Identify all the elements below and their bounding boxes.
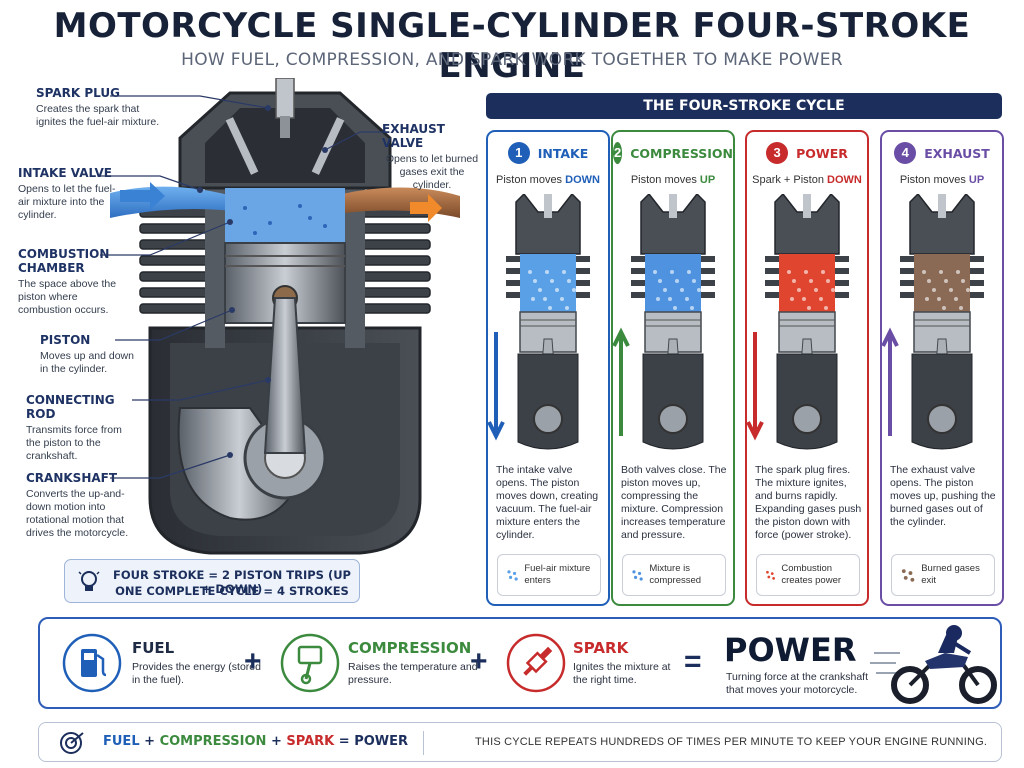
stroke-note: Mixture is compressed bbox=[622, 554, 726, 596]
stroke-panel-exhaust: 4 EXHAUST Piston moves UP bbox=[880, 130, 1004, 606]
eq-spark-title: SPARK bbox=[573, 639, 629, 657]
stroke-description: Both valves close. The piston moves up, … bbox=[621, 464, 727, 541]
label-intake-valve: INTAKE VALVE Opens to let the fuel-air m… bbox=[18, 166, 116, 221]
stroke-number-badge: 3 bbox=[766, 142, 789, 164]
piston-icon bbox=[280, 633, 340, 693]
footer-formula: FUEL + COMPRESSION + SPARK = POWER bbox=[103, 734, 409, 749]
eq-fuel-desc: Provides the energy (stored in the fuel)… bbox=[132, 661, 261, 686]
power-equation: FUEL Provides the energy (stored in the … bbox=[38, 617, 1002, 709]
eq-power-desc: Turning force at the crankshaft that mov… bbox=[726, 671, 869, 696]
label-spark-plug: SPARK PLUG Creates the spark that ignite… bbox=[36, 86, 160, 128]
eq-compression-desc: Raises the temperature and pressure. bbox=[348, 661, 478, 686]
stroke-panel-intake: 1 INTAKE Piston moves DOWN bbox=[486, 130, 610, 606]
stroke-note-icon bbox=[632, 570, 643, 581]
stroke-header: 4 EXHAUST bbox=[882, 142, 1002, 164]
stroke-note-icon bbox=[766, 570, 775, 580]
cycle-banner: THE FOUR-STROKE CYCLE bbox=[486, 93, 1002, 119]
stroke-name: POWER bbox=[796, 145, 848, 161]
footer-divider bbox=[423, 731, 424, 755]
stroke-number-badge: 2 bbox=[613, 142, 623, 164]
stroke-engine-illustration bbox=[747, 194, 849, 450]
stroke-name: INTAKE bbox=[537, 145, 589, 161]
eq-spark-desc: Ignites the mixture at the right time. bbox=[573, 661, 671, 686]
label-piston: PISTON Moves up and down in the cylinder… bbox=[40, 333, 134, 375]
target-icon bbox=[60, 732, 84, 754]
stroke-motion: Piston moves DOWN bbox=[496, 174, 600, 186]
stroke-motion: Spark + Piston DOWN bbox=[752, 174, 862, 186]
eq-plus-1: + bbox=[244, 645, 262, 678]
stroke-note-icon bbox=[901, 569, 915, 582]
lightbulb-icon bbox=[78, 571, 100, 591]
stroke-header: 1 INTAKE bbox=[488, 142, 608, 164]
page-subtitle: HOW FUEL, COMPRESSION, AND SPARK WORK TO… bbox=[181, 50, 843, 70]
stroke-header: 3 POWER bbox=[747, 142, 867, 164]
eq-equals: = bbox=[684, 645, 702, 678]
stroke-description: The exhaust valve opens. The piston move… bbox=[890, 464, 996, 528]
summary-line-1: FOUR STROKE = 2 PISTON TRIPS (UP + DOWN) bbox=[113, 568, 351, 596]
footer-note: THIS CYCLE REPEATS HUNDREDS OF TIMES PER… bbox=[475, 736, 988, 748]
footer-strip: FUEL + COMPRESSION + SPARK = POWER THIS … bbox=[38, 722, 1002, 762]
engine-cutaway-illustration bbox=[110, 78, 460, 555]
stroke-motion: Piston moves UP bbox=[899, 174, 985, 186]
stroke-note-icon bbox=[507, 570, 518, 581]
stroke-description: The spark plug fires. The mixture ignite… bbox=[755, 464, 862, 541]
stroke-number-badge: 4 bbox=[894, 142, 917, 164]
eq-compression-title: COMPRESSION bbox=[348, 639, 472, 657]
stroke-engine-illustration bbox=[613, 194, 715, 450]
eq-power-title: POWER bbox=[724, 631, 857, 669]
stroke-panel-compression: 2 COMPRESSION Piston moves UP bbox=[611, 130, 735, 606]
motorcycle-rider-icon bbox=[870, 625, 997, 704]
fuel-pump-icon bbox=[62, 633, 122, 693]
stroke-note: Fuel-air mixture enters bbox=[497, 554, 601, 596]
stroke-engine-illustration bbox=[488, 194, 590, 450]
stroke-name: COMPRESSION bbox=[630, 145, 733, 161]
stroke-header: 2 COMPRESSION bbox=[613, 142, 733, 164]
label-crankshaft: CRANKSHAFT Converts the up-and-down moti… bbox=[26, 471, 129, 539]
label-connecting-rod: CONNECTING ROD Transmits force from the … bbox=[26, 393, 122, 462]
callout-leader-lines bbox=[100, 95, 383, 479]
stroke-panel-power: 3 POWER Spark + Piston DOWN bbox=[745, 130, 869, 606]
label-exhaust-valve: EXHAUST VALVE Opens to let burned gases … bbox=[382, 122, 479, 191]
page-title: MOTORCYCLE SINGLE-CYLINDER FOUR-STROKE E… bbox=[53, 6, 971, 86]
spark-plug-icon bbox=[506, 633, 566, 693]
stroke-motion: Piston moves UP bbox=[630, 174, 716, 186]
stroke-summary-box: FOUR STROKE = 2 PISTON TRIPS (UP + DOWN)… bbox=[64, 559, 360, 603]
eq-fuel-title: FUEL bbox=[132, 639, 175, 657]
eq-plus-2: + bbox=[470, 645, 488, 678]
stroke-number-badge: 1 bbox=[507, 142, 530, 164]
stroke-name: EXHAUST bbox=[924, 145, 990, 161]
stroke-engine-illustration bbox=[882, 194, 984, 450]
summary-line-2: ONE COMPLETE CYCLE = 4 STROKES bbox=[115, 584, 349, 598]
stroke-description: The intake valve opens. The piston moves… bbox=[496, 464, 599, 541]
stroke-note: Combustion creates power bbox=[756, 554, 860, 596]
label-combustion-chamber: COMBUSTION CHAMBER The space above the p… bbox=[18, 247, 117, 316]
stroke-note: Burned gases exit bbox=[891, 554, 995, 596]
